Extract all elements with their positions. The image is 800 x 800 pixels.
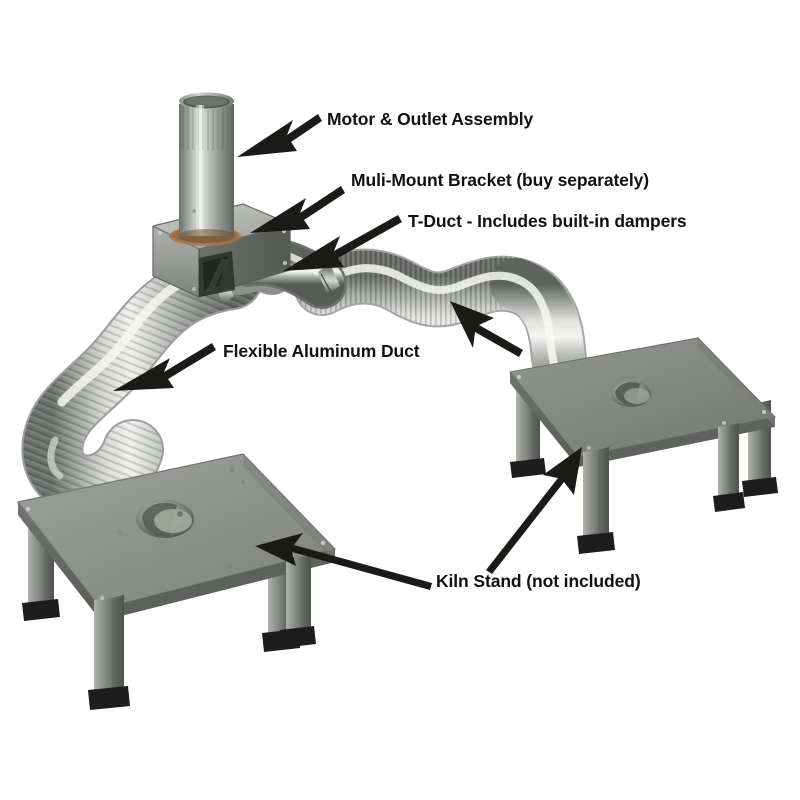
callout-label-multi-mount-bracket: Muli-Mount Bracket (buy separately): [351, 170, 649, 190]
callout-label-t-duct: T-Duct - Includes built-in dampers: [408, 211, 687, 231]
callout-label-kiln-stand: Kiln Stand (not included): [436, 571, 641, 591]
arrow-multi-mount-bracket: [250, 186, 345, 233]
stand-leg: [713, 423, 745, 512]
callout-label-motor-outlet-assembly: Motor & Outlet Assembly: [327, 109, 534, 129]
stand-leg: [280, 556, 316, 648]
arrow-kiln-stand-left: [255, 533, 432, 590]
arrow-flexible-aluminum-duct-right: [450, 301, 523, 357]
arrow-flexible-aluminum-duct: [113, 343, 216, 391]
stand-leg: [510, 381, 546, 478]
t-duct-clamp-right: [318, 264, 340, 294]
flexible-aluminum-duct-left: [21, 248, 263, 517]
callout-arrows: [113, 114, 582, 590]
stand-leg: [577, 447, 615, 554]
kiln-stand-right: [508, 337, 778, 554]
arrow-t-duct: [283, 215, 402, 271]
arrow-kiln-stand-right: [486, 447, 582, 574]
stand-leg: [88, 595, 130, 710]
arrow-motor-outlet-assembly: [237, 114, 322, 157]
callout-label-flexible-aluminum-duct: Flexible Aluminum Duct: [223, 341, 420, 361]
motor-outlet-assembly: [178, 92, 235, 243]
